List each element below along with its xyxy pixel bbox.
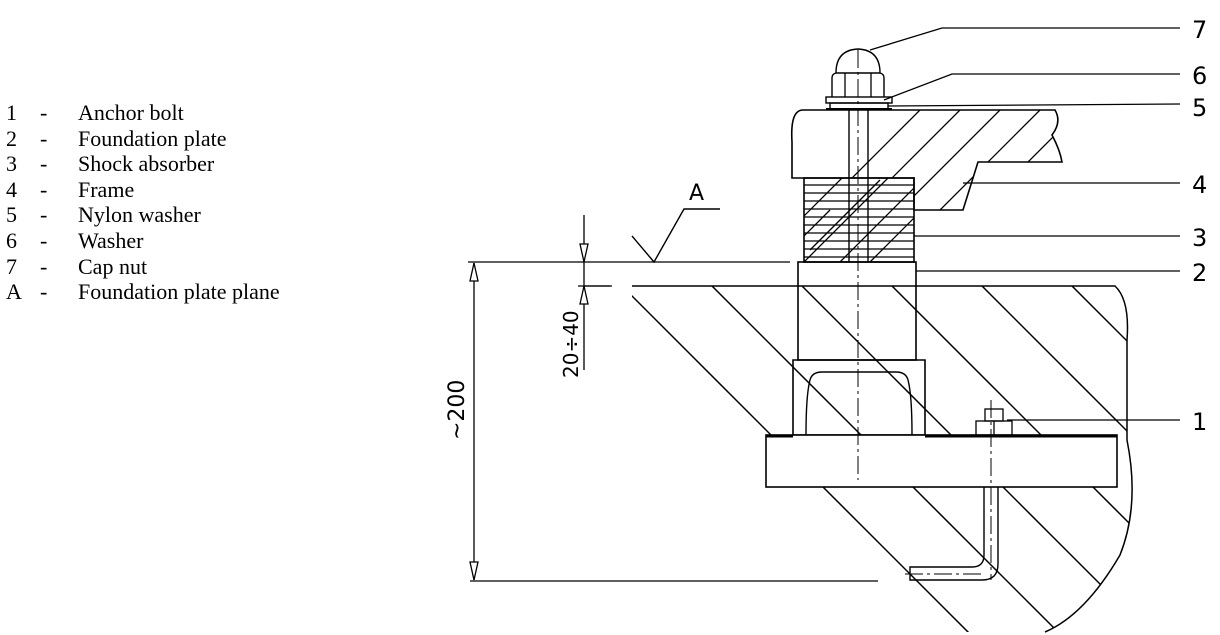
- legend-separator: -: [40, 279, 48, 305]
- support-housing: [797, 261, 917, 361]
- callout-1: 1: [1192, 408, 1207, 436]
- legend-key: A: [6, 279, 22, 305]
- legend-item: A - Foundation plate plane: [6, 279, 280, 305]
- legend-label: Nylon washer: [78, 202, 201, 228]
- surface-symbol-a: [631, 208, 720, 264]
- legend-separator: -: [40, 202, 48, 228]
- legend-key: 5: [6, 202, 17, 228]
- legend-separator: -: [40, 253, 48, 279]
- frame-hatch: [791, 110, 1062, 210]
- anchor-nut: [984, 408, 1004, 422]
- legend-label: Anchor bolt: [78, 100, 184, 125]
- legend-label: Washer: [78, 227, 144, 253]
- legend-item: 3 - Shock absorber: [6, 151, 280, 177]
- callout-3: 3: [1192, 224, 1207, 252]
- support-bracket-inner: [805, 371, 913, 436]
- frame: [790, 109, 1063, 211]
- legend-key: 7: [6, 253, 17, 279]
- callout-7: 7: [1192, 16, 1207, 44]
- cap-nut-dome: [835, 48, 881, 74]
- legend-label: Frame: [78, 176, 135, 202]
- legend-separator: -: [40, 176, 48, 202]
- callout-2: 2: [1192, 259, 1207, 287]
- legend-label: Foundation plate: [78, 125, 227, 151]
- plane-label-a: A: [689, 181, 704, 206]
- shock-absorber-hatch: [804, 178, 914, 262]
- legend-key: 4: [6, 176, 17, 202]
- depth-dimension-label: ~200: [445, 380, 470, 440]
- legend-key: 2: [6, 125, 17, 151]
- washer: [825, 96, 893, 104]
- anchor-bolt: [909, 487, 999, 581]
- legend-item: 2 - Foundation plate: [6, 126, 280, 152]
- leader-6: [883, 73, 1180, 101]
- leader-7: [869, 27, 1180, 51]
- legend-item: 6 - Washer: [6, 228, 280, 254]
- legend-item: 4 - Frame: [6, 177, 280, 203]
- legend-separator: -: [40, 151, 48, 177]
- leader-5: [887, 103, 1181, 107]
- legend-key: 3: [6, 151, 17, 177]
- callout-6: 6: [1192, 62, 1207, 90]
- support-bracket: [792, 359, 926, 436]
- callout-4: 4: [1192, 171, 1207, 199]
- legend-label: Foundation plate plane: [78, 279, 280, 305]
- legend-separator: -: [40, 227, 48, 253]
- legend: 1 - Anchor bolt 2 - Foundation plate 3 -…: [6, 100, 280, 305]
- gap-dimension-label: 20÷40: [559, 310, 583, 378]
- legend-label: Cap nut: [78, 253, 148, 279]
- callout-5: 5: [1192, 94, 1207, 122]
- legend-label: Shock absorber: [78, 151, 215, 177]
- cap-nut: [831, 72, 885, 97]
- legend-item: 7 - Cap nut: [6, 254, 280, 280]
- legend-key: 1: [6, 100, 17, 125]
- legend-item: 1 - Anchor bolt: [6, 100, 280, 126]
- legend-separator: -: [40, 125, 48, 151]
- foundation-plate: [765, 434, 1118, 488]
- legend-separator: -: [40, 100, 48, 125]
- foundation-outline: [632, 285, 1133, 633]
- legend-key: 6: [6, 227, 17, 253]
- legend-item: 5 - Nylon washer: [6, 202, 280, 228]
